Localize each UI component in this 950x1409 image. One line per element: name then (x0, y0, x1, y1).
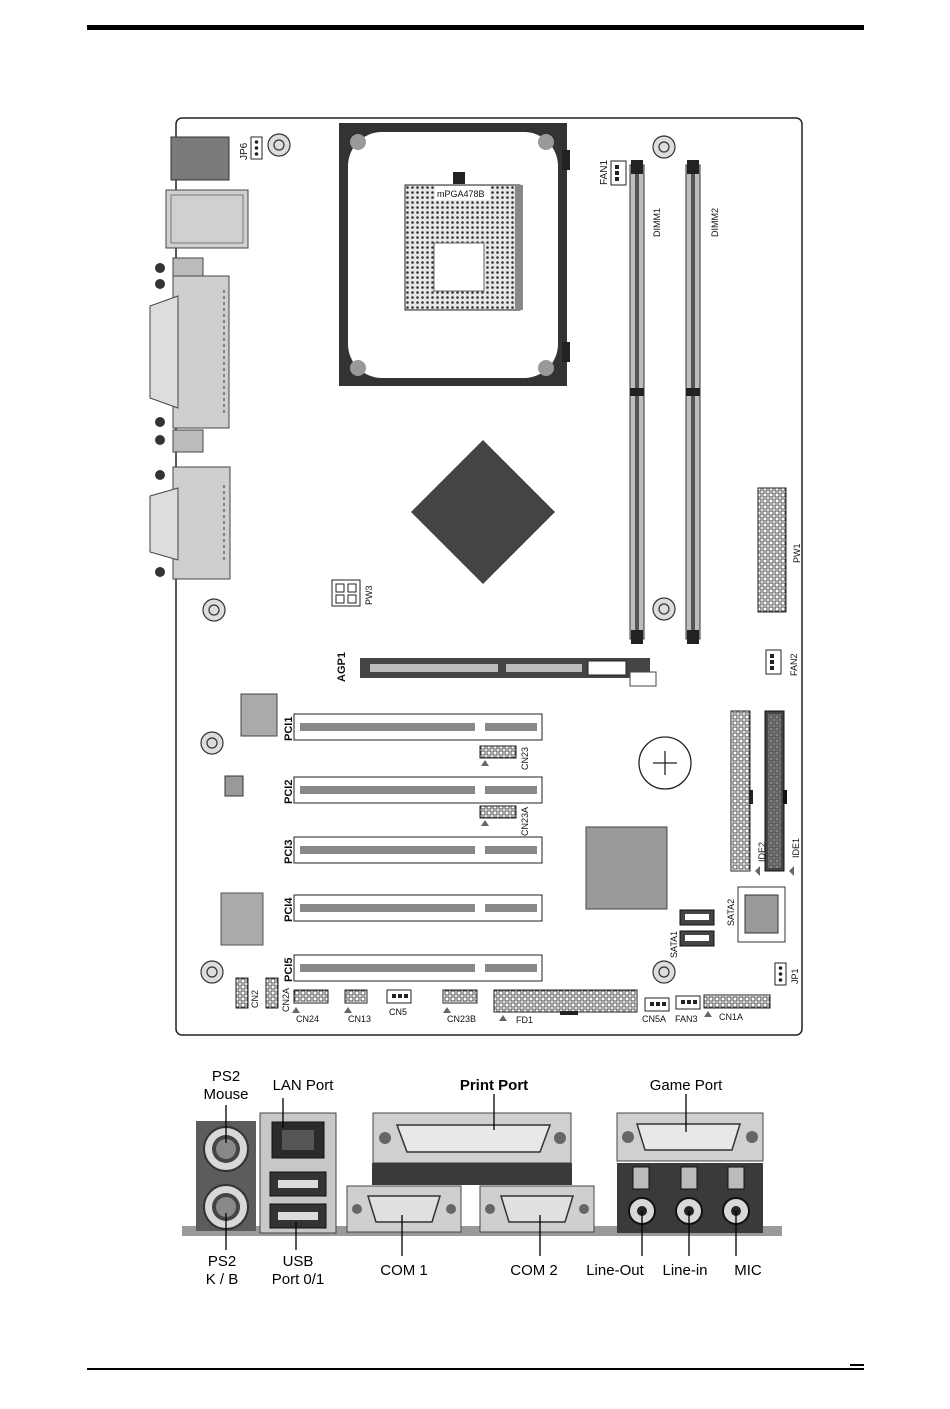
cn5a-label: CN5A (642, 1014, 666, 1024)
lan-usb-block (166, 190, 248, 248)
cn13-header (345, 990, 367, 1003)
pci5-slot (294, 955, 542, 981)
ide1-label: IDE1 (791, 838, 801, 858)
cpu-socket-label: mPGA478B (437, 189, 485, 199)
pci1-label: PCI1 (283, 717, 295, 741)
bottom-rule-tick (850, 1364, 864, 1366)
usb-label-1: USB (283, 1253, 314, 1270)
line-out-label: Line-Out (586, 1262, 644, 1279)
cn2-label: CN2 (250, 990, 260, 1008)
rear-panel (182, 1113, 782, 1236)
cn1a-header (704, 995, 770, 1008)
bottom-rule (87, 1368, 864, 1370)
pci4-slot (294, 895, 542, 921)
pw1-label: PW1 (792, 543, 802, 563)
line-in-label: Line-in (662, 1262, 707, 1279)
ide1-connector (765, 711, 787, 871)
ps2-mouse-label-1: PS2 (212, 1068, 240, 1085)
fan2-label: FAN2 (789, 653, 799, 676)
southbridge-chip (586, 827, 667, 909)
cn5-label: CN5 (389, 1007, 407, 1017)
pw1-connector (758, 488, 786, 612)
parallel-port-block (173, 276, 229, 428)
cn23a-header (480, 806, 516, 818)
cn24-header (294, 990, 328, 1003)
fan3-label: FAN3 (675, 1014, 698, 1024)
cn24-label: CN24 (296, 1014, 319, 1024)
chip-small-2 (225, 776, 243, 796)
pci1-slot (294, 714, 542, 740)
com1-label: COM 1 (380, 1262, 428, 1279)
game-port-block (173, 467, 230, 579)
chip-small-3 (221, 893, 263, 945)
cn1a-label: CN1A (719, 1012, 743, 1022)
pci3-label: PCI3 (283, 840, 295, 864)
pci3-slot (294, 837, 542, 863)
ps2-kb-label-1: PS2 (208, 1253, 236, 1270)
jp6-label: JP6 (239, 142, 250, 160)
print-port-label: Print Port (460, 1077, 528, 1094)
cn2a-header (266, 978, 278, 1008)
pci2-label: PCI2 (283, 780, 295, 804)
pci4-label: PCI4 (283, 897, 295, 922)
sata1-label: SATA1 (669, 931, 679, 958)
cpu-socket: mPGA478B (339, 123, 570, 386)
cn23b-label: CN23B (447, 1014, 476, 1024)
chip-small-1 (241, 694, 277, 736)
dimm1-slot (630, 160, 644, 644)
fd1-label: FD1 (516, 1015, 533, 1025)
cn2a-label: CN2A (281, 988, 291, 1012)
lan-port-label: LAN Port (273, 1077, 335, 1094)
pci5-label: PCI5 (283, 958, 295, 982)
fan1-label: FAN1 (599, 160, 610, 185)
ps2-block (171, 137, 229, 180)
dimm2-label: DIMM2 (710, 208, 720, 237)
game-port-label: Game Port (650, 1077, 723, 1094)
fd1-connector (494, 990, 637, 1012)
ps2-kb-label-2: K / B (206, 1271, 239, 1288)
cn23-header (480, 746, 516, 758)
agp1-label: AGP1 (336, 652, 348, 682)
pw3-label: PW3 (364, 585, 374, 605)
com2-label: COM 2 (510, 1262, 558, 1279)
cn2-header (236, 978, 248, 1008)
usb-label-2: Port 0/1 (272, 1271, 325, 1288)
cn23-label: CN23 (520, 747, 530, 770)
dimm1-label: DIMM1 (652, 208, 662, 237)
mic-label: MIC (734, 1262, 762, 1279)
dimm2-slot (686, 160, 700, 644)
ps2-mouse-label-2: Mouse (203, 1086, 248, 1103)
jp1-label: JP1 (790, 968, 800, 984)
ide2-connector (731, 711, 753, 871)
cmos-battery (639, 737, 691, 789)
sata2-label: SATA2 (726, 899, 736, 926)
cn23a-label: CN23A (520, 807, 530, 836)
pci2-slot (294, 777, 542, 803)
cn13-label: CN13 (348, 1014, 371, 1024)
cn23b-header (443, 990, 477, 1003)
